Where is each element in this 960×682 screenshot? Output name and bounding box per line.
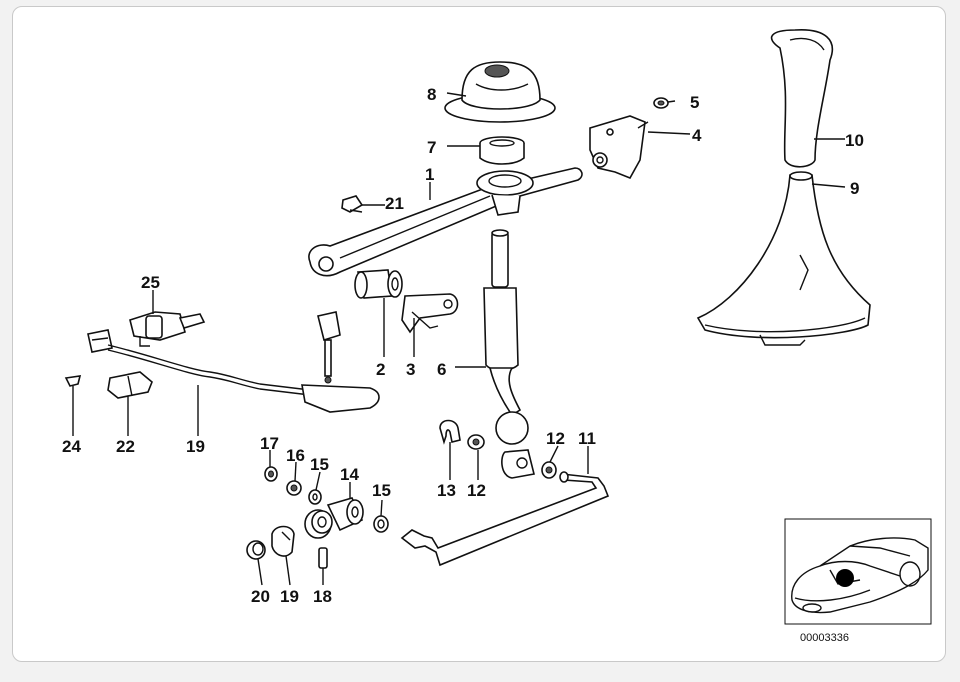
part-label-20: 20 — [251, 587, 270, 606]
part-label-17: 17 — [260, 434, 279, 453]
shift-lever-arm[interactable] — [308, 167, 583, 277]
part-label-18: 18 — [313, 587, 332, 606]
clip[interactable] — [341, 195, 364, 213]
part-label-7: 7 — [427, 138, 436, 157]
part-label-8: 8 — [427, 85, 436, 104]
car-locator-thumbnail — [784, 518, 932, 625]
part-label-1: 1 — [425, 165, 434, 184]
rubber-boot[interactable] — [444, 61, 556, 123]
part-label-13: 13 — [437, 481, 456, 500]
washer-upper[interactable] — [467, 434, 485, 450]
retaining-clip[interactable] — [439, 419, 461, 445]
part-label-12-upper: 12 — [546, 429, 565, 448]
bearing-bush[interactable] — [354, 269, 403, 299]
expanding-rivet-24[interactable] — [64, 375, 82, 398]
location-marker — [836, 569, 854, 587]
wiring-cable[interactable] — [107, 344, 311, 396]
part-label-5: 5 — [690, 93, 699, 112]
part-label-3: 3 — [406, 360, 415, 379]
part-label-25: 25 — [141, 273, 160, 292]
part-label-19: 19 — [280, 587, 299, 606]
bushing-14[interactable] — [326, 497, 364, 532]
part-label-6: 6 — [437, 360, 446, 379]
reverse-light-switch[interactable] — [129, 311, 206, 347]
spring-clip-19[interactable] — [271, 525, 295, 557]
part-label-21: 19 — [186, 437, 205, 456]
selector-rod[interactable] — [400, 471, 610, 567]
part-label-4: 4 — [692, 126, 702, 145]
connector[interactable] — [87, 329, 113, 353]
pin-18[interactable] — [318, 547, 328, 569]
gear-knob[interactable] — [770, 29, 834, 168]
cable-holder-22[interactable] — [107, 371, 153, 399]
part-labels: 8 7 1 21 5 4 10 9 25 2 3 6 12 11 13 12 2… — [62, 85, 864, 606]
part-label-22: 22 — [116, 437, 135, 456]
part-label-15-left: 15 — [310, 455, 329, 474]
part-label-11: 11 — [578, 429, 596, 448]
part-label-24: 24 — [62, 437, 81, 456]
nut[interactable] — [653, 97, 669, 109]
ring-15-left[interactable] — [308, 489, 322, 505]
part-label-12-lower: 12 — [467, 481, 486, 500]
leader-lines — [72, 92, 846, 586]
holder[interactable] — [401, 293, 459, 334]
part-label-23: 21 — [385, 194, 404, 213]
part-label-2: 2 — [376, 360, 385, 379]
joint-head[interactable] — [501, 449, 535, 479]
reference-code: 00003336 — [800, 632, 849, 644]
bracket[interactable] — [589, 115, 649, 180]
part-label-14: 14 — [340, 465, 359, 484]
washer-16[interactable] — [286, 480, 302, 496]
shift-rod[interactable] — [483, 229, 529, 445]
washer-17[interactable] — [264, 466, 278, 482]
sleeve-lower[interactable] — [304, 509, 333, 539]
part-label-15-right: 15 — [372, 481, 391, 500]
bracket-plate[interactable] — [301, 311, 380, 413]
gear-boot[interactable] — [696, 171, 871, 346]
part-label-9: 9 — [850, 179, 859, 198]
part-label-10: 10 — [845, 131, 864, 150]
bushing[interactable] — [479, 136, 525, 165]
part-label-16: 16 — [286, 446, 305, 465]
cap-20[interactable] — [246, 540, 266, 560]
washer-lower[interactable] — [541, 461, 557, 479]
ring-15-right[interactable] — [373, 515, 389, 533]
